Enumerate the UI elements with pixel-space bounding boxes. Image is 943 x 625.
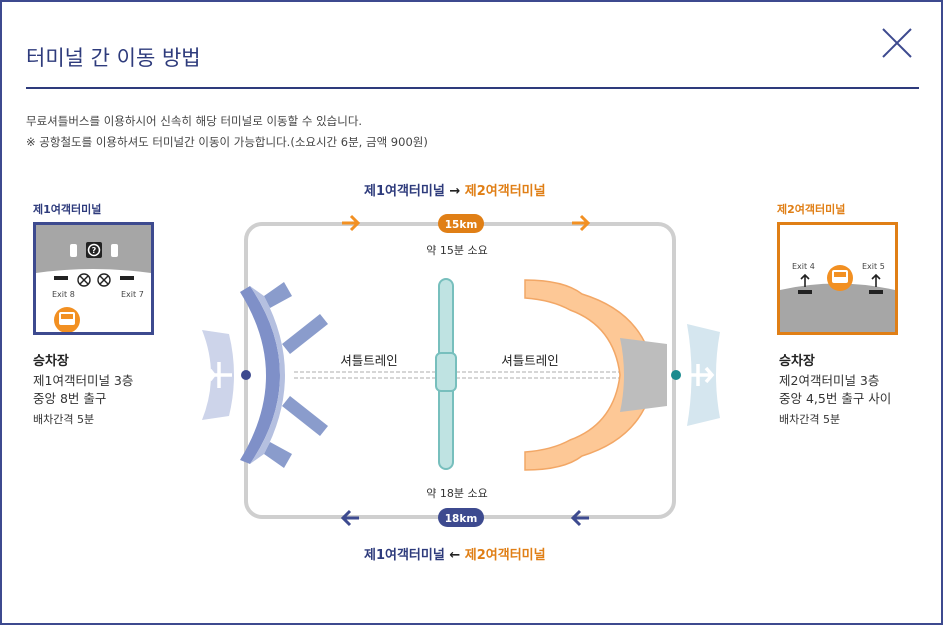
route-bottom-label: 제1여객터미널 ← 제2여객터미널 — [364, 544, 546, 563]
terminal1-building — [202, 282, 328, 468]
no-entry-icon — [77, 273, 111, 287]
description-line-1: 무료셔틀버스를 이용하시어 신속히 해당 터미널로 이동할 수 있습니다. — [26, 114, 363, 128]
bus-icon — [827, 265, 853, 291]
airplane-icon — [684, 364, 715, 386]
route-bottom-from: 제1여객터미널 — [364, 548, 445, 563]
svg-text:?: ? — [92, 246, 97, 255]
t1-info-line-2: 중앙 8번 출구 — [33, 391, 107, 406]
t1-info-line-1: 제1여객터미널 3층 — [33, 373, 134, 388]
t1-exit-right: Exit 7 — [121, 290, 144, 299]
direction-arrow-icon — [340, 509, 589, 527]
shuttle-train-label-right: 셔틀트레인 — [501, 353, 559, 368]
close-icon[interactable] — [880, 26, 914, 60]
airplane-icon — [206, 362, 232, 388]
terminal1-map-card: ? Exit 8 Exit 7 — [33, 222, 154, 335]
t1-interval: 배차간격 5분 — [33, 413, 95, 426]
car-icon — [70, 244, 118, 257]
t2-interval: 배차간격 5분 — [779, 413, 841, 426]
terminal2-map-card: Exit 4 Exit 5 — [777, 222, 898, 335]
t2-exit-left: Exit 4 — [792, 262, 815, 271]
t2-info-line-1: 제2여객터미널 3층 — [779, 373, 880, 388]
t2-boarding-title: 승차장 — [779, 354, 815, 369]
t1-boarding-title: 승차장 — [33, 354, 69, 369]
route-top-arrow: → — [449, 184, 461, 199]
direction-arrow-icon — [342, 214, 591, 232]
title-divider — [26, 87, 919, 89]
route-top-label: 제1여객터미널 → 제2여객터미널 — [364, 180, 546, 199]
route-top-to: 제2여객터미널 — [464, 184, 546, 199]
description-line-2: ※ 공항철도를 이용하셔도 터미널간 이동이 가능합니다.(소요시간 6분, 금… — [26, 135, 428, 149]
terminal1-label: 제1여객터미널 — [33, 203, 102, 216]
route-bottom-duration: 약 18분 소요 — [426, 486, 487, 500]
svg-text:18km: 18km — [445, 513, 478, 525]
t1-exit-left: Exit 8 — [52, 290, 75, 299]
bus-icon — [54, 307, 80, 332]
route-top-from: 제1여객터미널 — [364, 184, 445, 199]
route-bottom-to: 제2여객터미널 — [464, 548, 546, 563]
concourse-building — [435, 278, 457, 470]
route-bottom-arrow: ← — [449, 548, 461, 563]
route-diagram: 15km 18km 약 15분 소요 약 18분 소요 셔틀트레인 셔틀트레인 — [202, 214, 720, 527]
t2-exit-right: Exit 5 — [862, 262, 885, 271]
distance-badge-top: 15km — [438, 214, 484, 233]
shuttle-train-label-left: 셔틀트레인 — [340, 353, 398, 368]
route-loop — [244, 222, 676, 519]
t2-info-line-2: 중앙 4,5번 출구 사이 — [779, 391, 892, 406]
terminal2-label: 제2여객터미널 — [777, 203, 846, 216]
modal-title: 터미널 간 이동 방법 — [26, 46, 201, 70]
exit-arrow-icon — [800, 273, 881, 287]
route-top-duration: 약 15분 소요 — [426, 243, 487, 257]
terminal2-building — [524, 279, 720, 471]
distance-badge-bottom: 18km — [438, 508, 484, 527]
help-icon: ? — [86, 242, 102, 258]
svg-text:15km: 15km — [445, 219, 478, 231]
